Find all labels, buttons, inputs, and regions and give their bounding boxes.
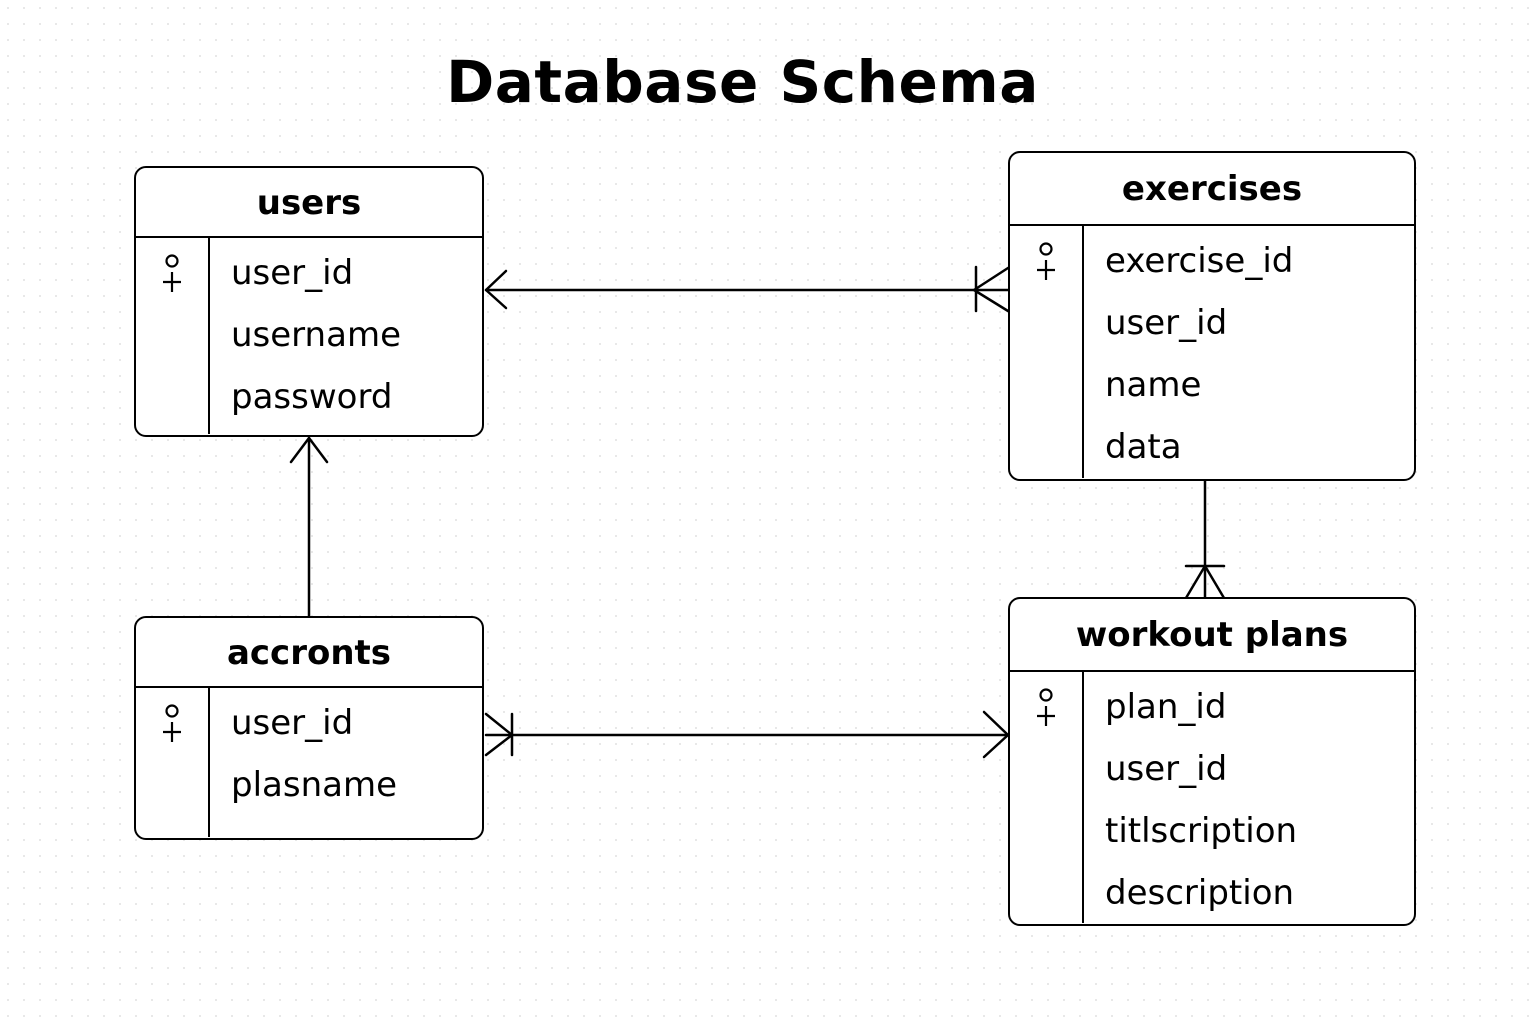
field-description[interactable]: description xyxy=(1105,873,1295,913)
relationship-users-exercises[interactable] xyxy=(484,265,1010,313)
entity-body: user_id username password xyxy=(136,238,482,434)
field-name[interactable]: name xyxy=(1105,365,1202,405)
field-list: exercise_id user_id name data xyxy=(1010,226,1414,478)
field-exercise-id[interactable]: exercise_id xyxy=(1105,241,1294,281)
primary-key-icon xyxy=(160,704,184,746)
field-list: user_id plasname xyxy=(136,688,482,816)
field-user-id[interactable]: user_id xyxy=(1105,303,1228,343)
entity-exercises[interactable]: exercises exercise_id user_id name data xyxy=(1008,151,1416,481)
diagram-title: Database Schema xyxy=(446,48,1039,116)
field-data[interactable]: data xyxy=(1105,427,1182,467)
entity-users[interactable]: users user_id username password xyxy=(134,166,484,437)
primary-key-icon xyxy=(1034,688,1058,730)
key-column xyxy=(136,688,210,837)
relationship-accronts-workout-plans[interactable] xyxy=(484,710,1010,759)
entity-workout-plans[interactable]: workout plans plan_id user_id titlscript… xyxy=(1008,597,1416,926)
key-column xyxy=(136,238,210,434)
field-titlscription[interactable]: titlscription xyxy=(1105,811,1298,851)
entity-accronts[interactable]: accronts user_id plasname xyxy=(134,616,484,840)
field-list: plan_id user_id titlscription descriptio… xyxy=(1010,672,1414,924)
entity-body: exercise_id user_id name data xyxy=(1010,226,1414,478)
relationship-exercises-workout-plans[interactable] xyxy=(1184,478,1226,600)
field-plan-id[interactable]: plan_id xyxy=(1105,687,1227,727)
field-plasname[interactable]: plasname xyxy=(231,765,397,805)
field-username[interactable]: username xyxy=(231,315,401,355)
primary-key-icon xyxy=(1034,242,1058,284)
field-password[interactable]: password xyxy=(231,377,393,417)
crowfoot-many-end xyxy=(289,436,329,464)
entity-body: plan_id user_id titlscription descriptio… xyxy=(1010,672,1414,923)
primary-key-icon xyxy=(160,254,184,296)
crowfoot-many-end xyxy=(972,266,1010,313)
relationship-users-accronts[interactable] xyxy=(289,436,329,618)
crowfoot-many-end xyxy=(484,269,508,310)
field-user-id[interactable]: user_id xyxy=(231,703,354,743)
entity-title: accronts xyxy=(136,618,482,688)
key-column xyxy=(1010,672,1084,923)
entity-title: users xyxy=(136,168,482,238)
entity-body: user_id plasname xyxy=(136,688,482,837)
field-user-id[interactable]: user_id xyxy=(231,253,354,293)
entity-title: workout plans xyxy=(1010,599,1414,672)
field-user-id[interactable]: user_id xyxy=(1105,749,1228,789)
key-column xyxy=(1010,226,1084,478)
field-list: user_id username password xyxy=(136,238,482,428)
entity-title: exercises xyxy=(1010,153,1414,226)
